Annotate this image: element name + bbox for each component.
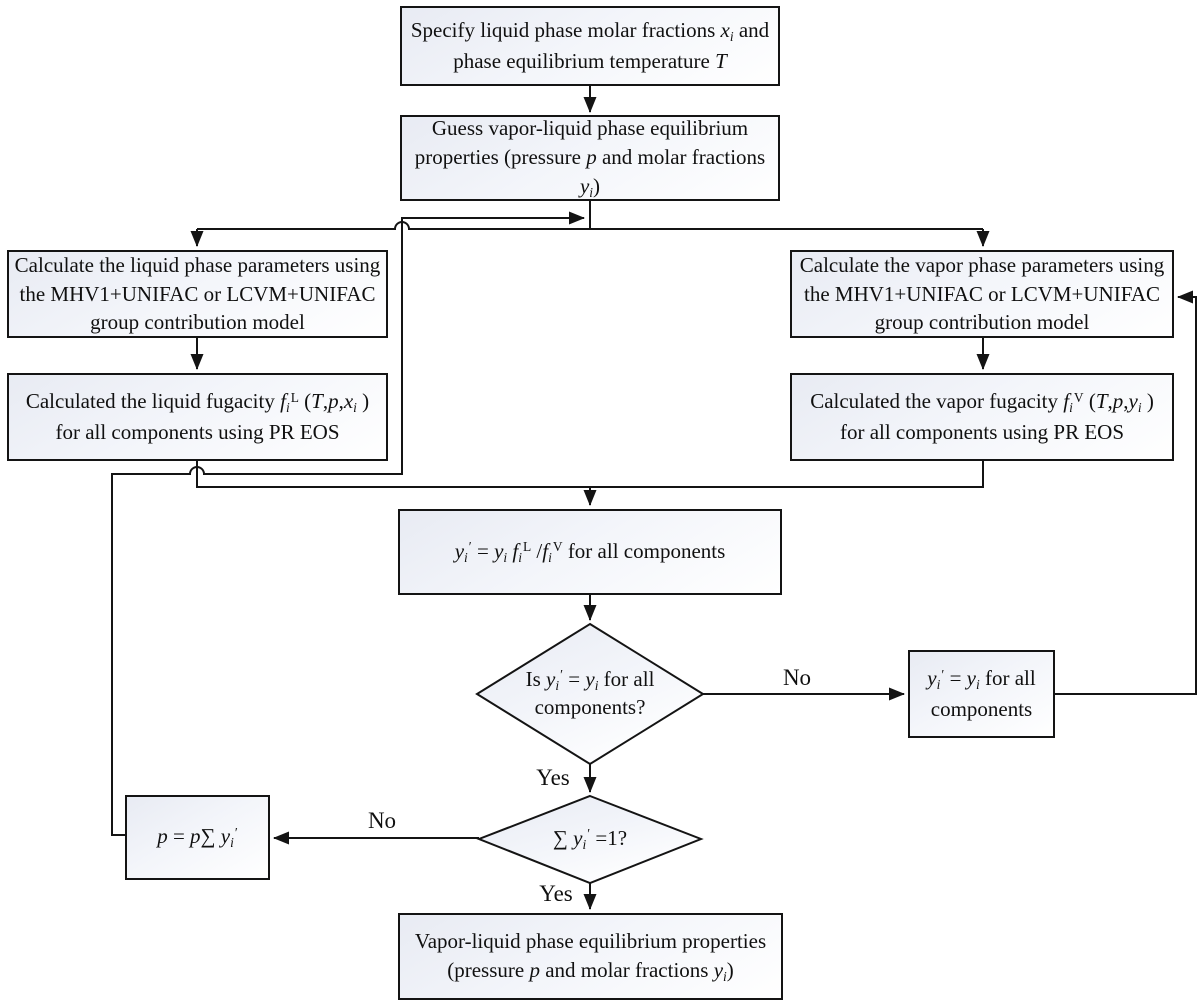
edge-label-no-1: No (782, 665, 812, 690)
node-pressure-update: p = p∑ yi′ (125, 795, 270, 880)
decision-sum-yi: ∑ yi′ =1? (552, 825, 628, 852)
node-vapor-fugacity: Calculated the vapor fugacity fiV (T,p,y… (790, 373, 1174, 461)
decision-yi-shape (475, 622, 705, 766)
node-vapor-params: Calculate the vapor phase parameters usi… (790, 250, 1174, 338)
edge-label-yes-1: Yes (536, 765, 570, 790)
edge-label-yes-2: Yes (539, 881, 573, 906)
node-results: Vapor-liquid phase equilibrium propertie… (398, 913, 783, 1000)
edge-setyi-feedback (1055, 290, 1197, 695)
node-specify-inputs: Specify liquid phase molar fractions xi … (400, 6, 780, 86)
edge-label-no-2: No (367, 808, 397, 833)
decision-sum-shape (476, 794, 704, 885)
edge-pressure-feedback (111, 211, 585, 836)
node-liquid-fugacity: Calculated the liquid fugacity fiL (T,p,… (7, 373, 388, 461)
node-yi-update: yi′ = yi fiL /fiV for all components (398, 509, 782, 595)
node-liquid-params: Calculate the liquid phase parameters us… (7, 250, 388, 338)
